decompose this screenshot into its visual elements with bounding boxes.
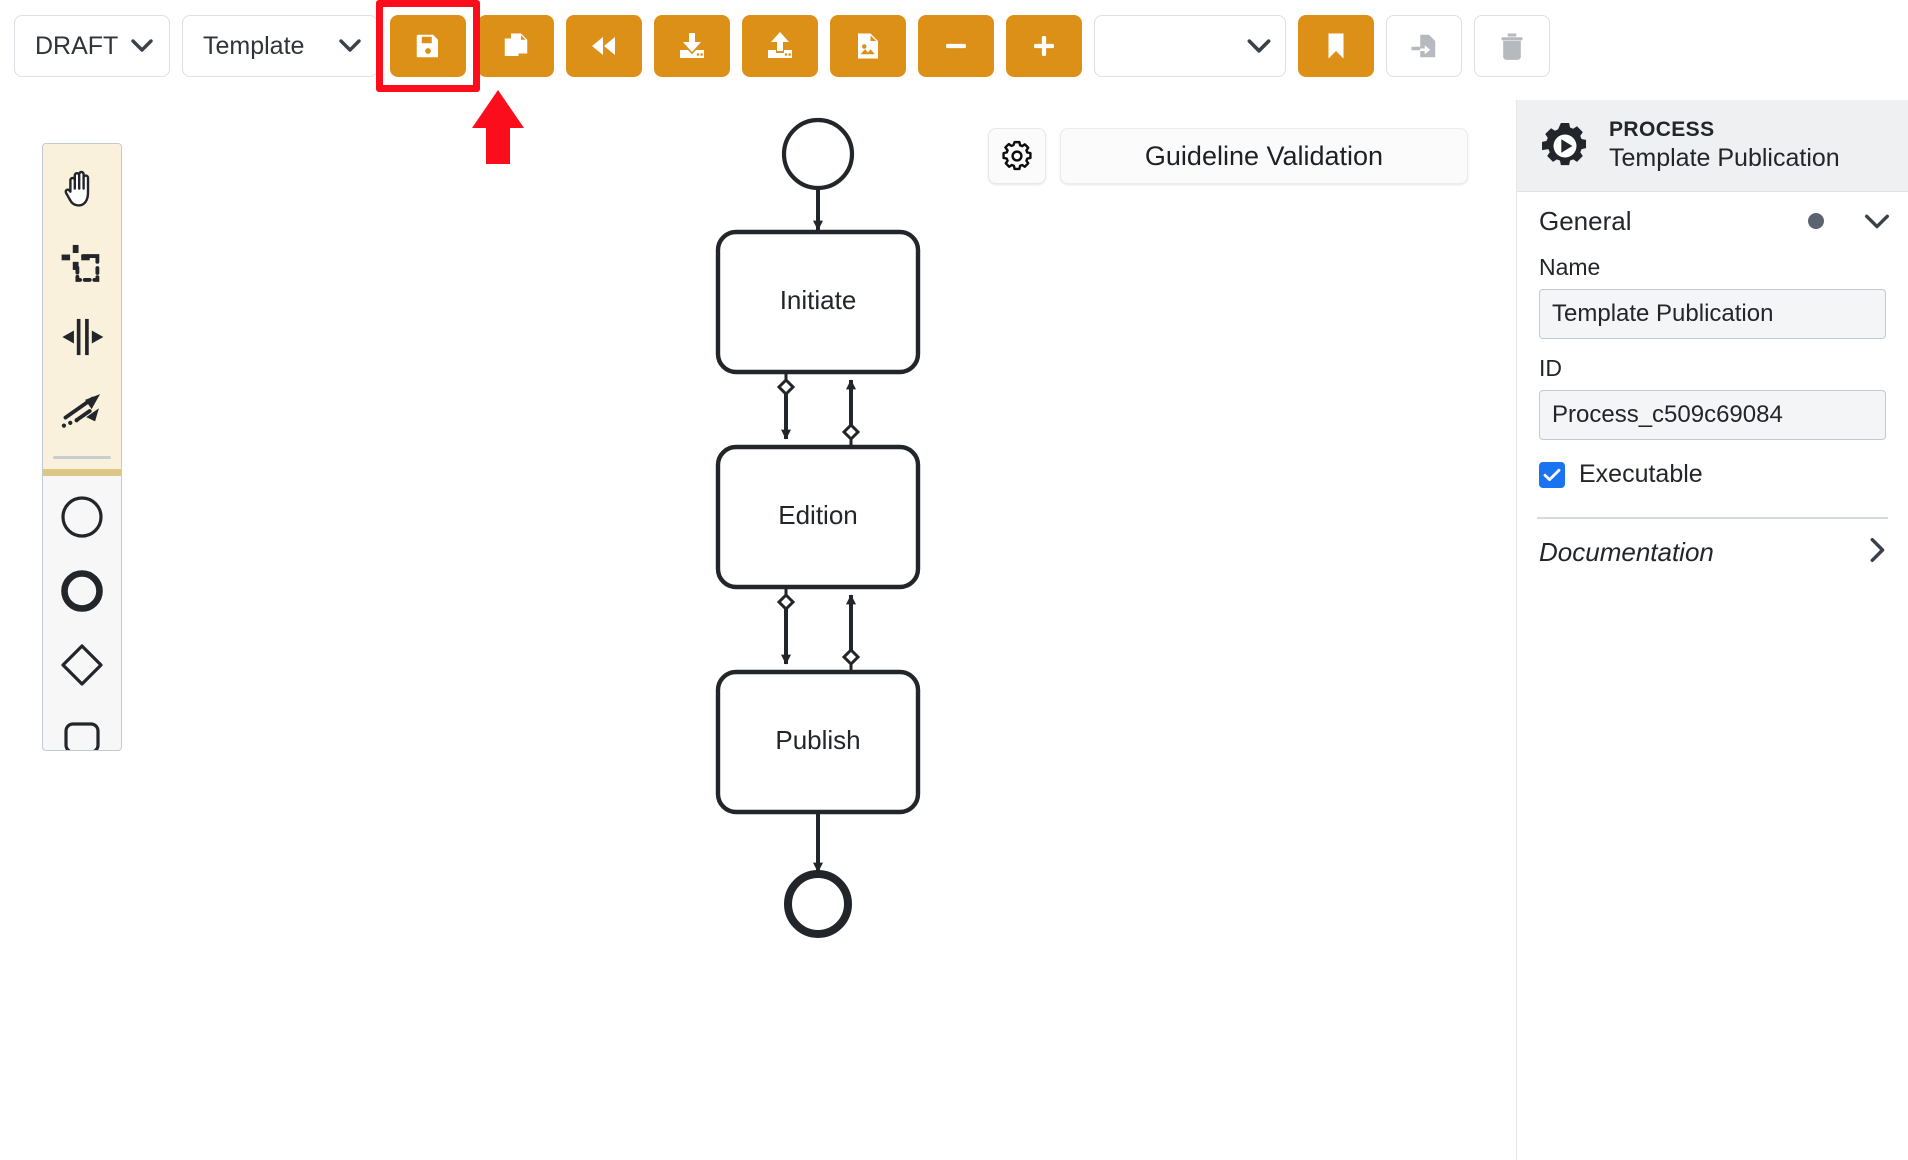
zoom-in-button[interactable]	[1006, 15, 1082, 77]
image-file-icon	[858, 33, 878, 59]
task-initiate-label: Initiate	[780, 285, 857, 315]
executable-row: Executable	[1517, 460, 1908, 489]
save-button[interactable]	[390, 15, 466, 77]
trash-can-icon	[1501, 33, 1523, 60]
plus-icon	[1034, 36, 1054, 56]
space-tool[interactable]	[43, 300, 121, 374]
id-input[interactable]	[1539, 390, 1886, 440]
general-group-label: General	[1539, 205, 1632, 236]
flow-initiate-to-edition[interactable]	[776, 372, 796, 440]
minus-icon	[946, 43, 966, 49]
palette-tools-group	[43, 144, 121, 476]
rewind-button[interactable]	[566, 15, 642, 77]
properties-panel-header: PROCESS Template Publication	[1517, 100, 1908, 192]
panel-divider	[1537, 517, 1888, 519]
element-title-label: Template Publication	[1609, 144, 1840, 173]
type-select-value: Template	[203, 31, 305, 60]
gear-icon	[1002, 140, 1032, 171]
general-group-header[interactable]: General	[1517, 192, 1908, 250]
import-button[interactable]	[654, 15, 730, 77]
name-input[interactable]	[1539, 289, 1886, 339]
properties-header-text: PROCESS Template Publication	[1609, 117, 1840, 173]
lasso-select-tool[interactable]	[43, 226, 121, 300]
copy-pages-icon	[504, 33, 528, 56]
space-tool-icon	[62, 318, 104, 356]
group-status-dot	[1808, 213, 1824, 229]
documentation-label: Documentation	[1539, 536, 1714, 567]
hand-tool[interactable]	[43, 152, 121, 226]
status-select[interactable]: DRAFT	[14, 15, 170, 77]
task-rounded-rect-icon	[64, 722, 100, 750]
flow-publish-to-edition[interactable]	[841, 594, 861, 672]
version-select[interactable]	[1094, 15, 1286, 77]
validation-bar: Guideline Validation	[988, 128, 1468, 184]
name-field-group: Name	[1517, 254, 1908, 339]
task-initiate[interactable]: Initiate	[715, 229, 921, 375]
upload-tray-icon	[768, 32, 792, 58]
chevron-down-icon[interactable]	[1864, 214, 1889, 229]
create-start-event[interactable]	[43, 480, 121, 554]
export-button[interactable]	[742, 15, 818, 77]
validation-settings-button[interactable]	[988, 128, 1046, 184]
lasso-select-icon	[61, 244, 100, 282]
flow-edition-to-publish[interactable]	[776, 587, 796, 665]
guideline-validation-chip[interactable]: Guideline Validation	[1060, 128, 1468, 184]
executable-checkbox[interactable]	[1539, 461, 1565, 488]
type-select[interactable]: Template	[182, 15, 378, 77]
task-publish-label: Publish	[775, 725, 860, 755]
create-task[interactable]	[43, 702, 121, 750]
global-connect-tool[interactable]	[43, 374, 121, 448]
process-gear-play-icon	[1542, 122, 1587, 165]
top-toolbar: DRAFT Template	[0, 0, 1908, 92]
end-event-thick-circle-icon	[61, 570, 103, 612]
bookmark-button[interactable]	[1298, 15, 1374, 77]
zoom-out-button[interactable]	[918, 15, 994, 77]
end-event[interactable]	[784, 870, 852, 938]
floppy-disk-save-icon	[416, 34, 438, 58]
palette-divider	[53, 456, 111, 459]
task-publish[interactable]: Publish	[715, 669, 921, 815]
chevron-right-icon[interactable]	[1870, 537, 1886, 568]
status-select-value: DRAFT	[35, 31, 119, 60]
name-field-label: Name	[1539, 254, 1601, 280]
export-image-button[interactable]	[830, 15, 906, 77]
chevron-down-icon	[131, 39, 153, 53]
create-end-event[interactable]	[43, 554, 121, 628]
copy-button[interactable]	[478, 15, 554, 77]
task-edition[interactable]: Edition	[715, 444, 921, 590]
documentation-group-header[interactable]: Documentation	[1517, 519, 1908, 585]
gateway-diamond-icon	[61, 644, 103, 686]
start-event-circle-icon	[61, 496, 103, 538]
connect-arrows-icon	[61, 394, 101, 428]
delete-button[interactable]	[1474, 15, 1550, 77]
download-tray-icon	[680, 33, 704, 58]
executable-label: Executable	[1579, 460, 1703, 488]
palette-shapes-group	[43, 476, 121, 750]
start-event[interactable]	[781, 117, 855, 191]
element-palette	[42, 143, 122, 751]
guideline-validation-label: Guideline Validation	[1144, 140, 1384, 171]
diagram-canvas[interactable]: Initiate Edition	[0, 92, 1520, 1160]
chevron-down-icon	[339, 39, 361, 53]
deploy-button[interactable]	[1386, 15, 1462, 77]
task-edition-label: Edition	[778, 500, 858, 530]
properties-panel: PROCESS Template Publication General Nam…	[1516, 100, 1908, 1160]
bpmn-diagram: Initiate Edition	[715, 117, 921, 938]
bookmark-icon	[1328, 33, 1344, 59]
rewind-double-arrow-left-icon	[592, 37, 615, 55]
id-field-group: ID	[1517, 355, 1908, 440]
checkmark-icon	[1543, 468, 1561, 481]
flow-edition-to-initiate[interactable]	[841, 379, 861, 447]
save-button-wrapper	[376, 0, 480, 92]
chevron-down-icon	[1247, 39, 1271, 53]
file-arrow-in-icon	[1411, 34, 1436, 58]
create-gateway[interactable]	[43, 628, 121, 702]
hand-icon	[64, 170, 90, 207]
id-field-label: ID	[1539, 355, 1562, 381]
element-kind-label: PROCESS	[1609, 118, 1715, 142]
